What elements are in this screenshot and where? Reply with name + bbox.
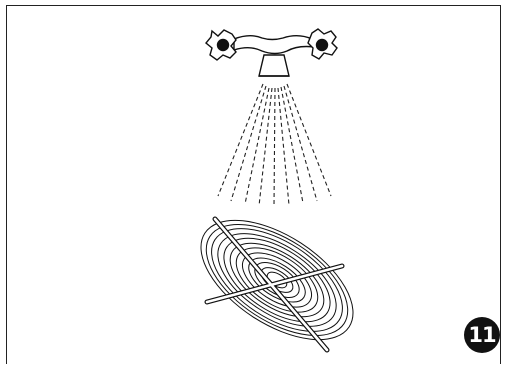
spray-mist-icon — [217, 83, 332, 207]
step-number: 11 — [468, 323, 496, 347]
fan-guard-icon — [200, 216, 354, 353]
spray-nozzle-icon — [205, 28, 338, 77]
step-number-badge: 11 — [464, 317, 500, 353]
frame-border — [6, 5, 501, 364]
